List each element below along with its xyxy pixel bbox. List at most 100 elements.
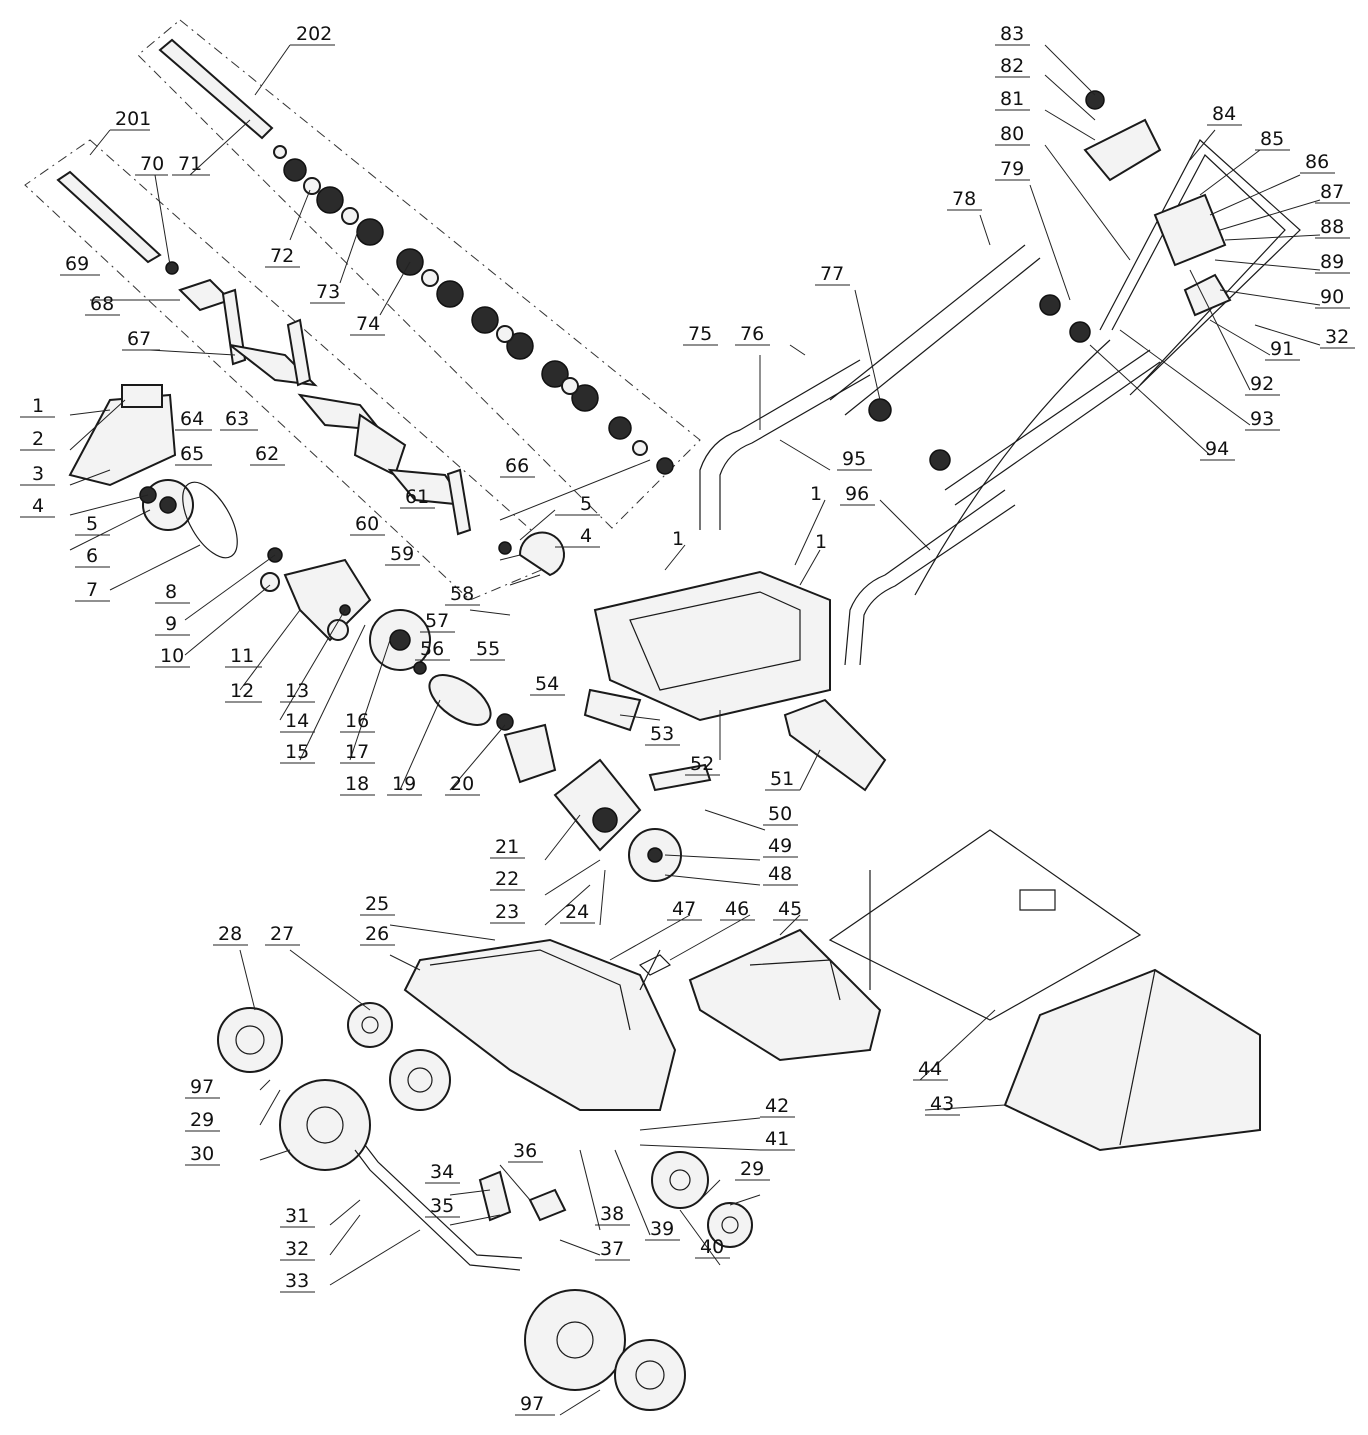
label-46: 46 xyxy=(725,898,749,920)
label-80: 80 xyxy=(1000,123,1024,145)
label-51: 51 xyxy=(770,768,794,790)
label-14: 14 xyxy=(285,710,309,732)
label-65: 65 xyxy=(180,443,204,465)
label-82: 82 xyxy=(1000,55,1024,77)
label-91: 91 xyxy=(1270,338,1294,360)
label-58: 58 xyxy=(450,583,474,605)
label-21: 21 xyxy=(495,836,519,858)
label-90: 90 xyxy=(1320,286,1344,308)
label-66: 66 xyxy=(505,455,529,477)
label-19: 19 xyxy=(392,773,416,795)
label-42: 42 xyxy=(765,1095,789,1117)
label-43: 43 xyxy=(930,1093,954,1115)
label-81: 81 xyxy=(1000,88,1024,110)
label-86: 86 xyxy=(1305,151,1329,173)
label-77: 77 xyxy=(820,263,844,285)
label-1-cover-left: 1 xyxy=(672,528,684,550)
label-48: 48 xyxy=(768,863,792,885)
label-24: 24 xyxy=(565,901,589,923)
label-62: 62 xyxy=(255,443,279,465)
label-8: 8 xyxy=(165,581,177,603)
label-92: 92 xyxy=(1250,373,1274,395)
label-39: 39 xyxy=(650,1218,674,1240)
label-50: 50 xyxy=(768,803,792,825)
label-64: 64 xyxy=(180,408,204,430)
label-9: 9 xyxy=(165,613,177,635)
label-38: 38 xyxy=(600,1203,624,1225)
label-97-left: 97 xyxy=(190,1076,214,1098)
leader-lines xyxy=(69,44,1321,1416)
label-95: 95 xyxy=(842,448,866,470)
label-18: 18 xyxy=(345,773,369,795)
label-54: 54 xyxy=(535,673,559,695)
label-3: 3 xyxy=(32,463,44,485)
label-75: 75 xyxy=(688,323,712,345)
label-61: 61 xyxy=(405,486,429,508)
label-15: 15 xyxy=(285,741,309,763)
label-53: 53 xyxy=(650,723,674,745)
label-35: 35 xyxy=(430,1195,454,1217)
label-73: 73 xyxy=(316,281,340,303)
label-31: 31 xyxy=(285,1205,309,1227)
label-5-mid: 5 xyxy=(580,493,592,515)
shaft-assembly-202 xyxy=(137,19,701,529)
label-83: 83 xyxy=(1000,23,1024,45)
label-67: 67 xyxy=(127,328,151,350)
label-25: 25 xyxy=(365,893,389,915)
label-13: 13 xyxy=(285,680,309,702)
shaft-assembly-201 xyxy=(24,139,566,601)
label-27: 27 xyxy=(270,923,294,945)
label-68: 68 xyxy=(90,293,114,315)
callout-labels: 202 201 70 71 72 73 74 69 68 67 1 2 3 4 … xyxy=(20,23,1355,1416)
label-202: 202 xyxy=(296,23,332,45)
label-60: 60 xyxy=(355,513,379,535)
label-74: 74 xyxy=(356,313,380,335)
label-26: 26 xyxy=(365,923,389,945)
label-32-left: 32 xyxy=(285,1238,309,1260)
gear-housing-group xyxy=(68,384,431,675)
label-6: 6 xyxy=(86,545,98,567)
label-2: 2 xyxy=(32,428,44,450)
label-49: 49 xyxy=(768,835,792,857)
label-201: 201 xyxy=(115,108,151,130)
label-63: 63 xyxy=(225,408,249,430)
deck-group xyxy=(403,928,882,1111)
label-78: 78 xyxy=(952,188,976,210)
label-45: 45 xyxy=(778,898,802,920)
label-59: 59 xyxy=(390,543,414,565)
label-69: 69 xyxy=(65,253,89,275)
label-71: 71 xyxy=(178,153,202,175)
label-96: 96 xyxy=(845,483,869,505)
grass-box-group xyxy=(828,829,1261,1152)
label-20: 20 xyxy=(450,773,474,795)
label-76: 76 xyxy=(740,323,764,345)
label-70: 70 xyxy=(140,153,164,175)
label-85: 85 xyxy=(1260,128,1284,150)
label-17: 17 xyxy=(345,741,369,763)
label-93: 93 xyxy=(1250,408,1274,430)
label-57: 57 xyxy=(425,610,449,632)
label-4-mid: 4 xyxy=(580,525,592,547)
label-87: 87 xyxy=(1320,181,1344,203)
label-84: 84 xyxy=(1212,103,1236,125)
label-1-cover-right: 1 xyxy=(815,531,827,553)
label-12: 12 xyxy=(230,680,254,702)
label-33: 33 xyxy=(285,1270,309,1292)
label-79: 79 xyxy=(1000,158,1024,180)
label-56: 56 xyxy=(420,638,444,660)
label-97-bottom: 97 xyxy=(520,1393,544,1415)
label-34: 34 xyxy=(430,1161,454,1183)
label-5-left: 5 xyxy=(86,513,98,535)
label-11: 11 xyxy=(230,645,254,667)
label-47: 47 xyxy=(672,898,696,920)
label-41: 41 xyxy=(765,1128,789,1150)
label-36: 36 xyxy=(513,1140,537,1162)
label-52: 52 xyxy=(690,753,714,775)
label-29-right: 29 xyxy=(740,1158,764,1180)
label-89: 89 xyxy=(1320,251,1344,273)
label-4-left: 4 xyxy=(32,495,44,517)
label-10: 10 xyxy=(160,645,184,667)
top-cover-group xyxy=(583,570,887,792)
label-44: 44 xyxy=(918,1058,942,1080)
